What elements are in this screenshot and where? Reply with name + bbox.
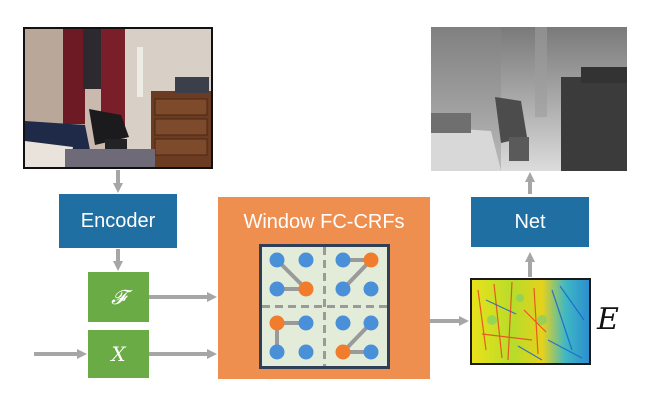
crf-node — [335, 315, 351, 331]
crf-node — [363, 344, 379, 360]
crf-node — [298, 344, 314, 360]
output-depth-map — [431, 27, 627, 171]
crf-node — [335, 252, 351, 268]
window-fc-crfs-title: Window FC-CRFs — [243, 211, 405, 233]
crf-window-grid — [259, 244, 390, 369]
x-block: X — [88, 330, 149, 378]
crf-node — [269, 281, 285, 297]
crf-node — [363, 281, 379, 297]
crf-node-center — [363, 252, 379, 268]
crf-node-center — [298, 281, 314, 297]
crf-node — [298, 315, 314, 331]
crf-node — [269, 344, 285, 360]
energy-label: E — [597, 302, 619, 337]
crf-node-center — [269, 315, 285, 331]
crf-node — [298, 252, 314, 268]
crf-node — [335, 281, 351, 297]
encoder-block: Encoder — [59, 194, 177, 248]
crf-node — [269, 252, 285, 268]
input-rgb-image — [23, 27, 213, 169]
feature-block: 𝓕 — [88, 272, 149, 322]
encoder-label: Encoder — [80, 209, 156, 232]
crf-node-center — [335, 344, 351, 360]
window-fc-crfs-block: Window FC-CRFs — [218, 197, 430, 379]
feature-label: 𝓕 — [111, 285, 126, 309]
net-block: Net — [471, 197, 589, 247]
net-label: Net — [514, 210, 546, 233]
energy-map-image — [470, 278, 591, 365]
crf-node — [363, 315, 379, 331]
x-label: X — [111, 342, 126, 366]
